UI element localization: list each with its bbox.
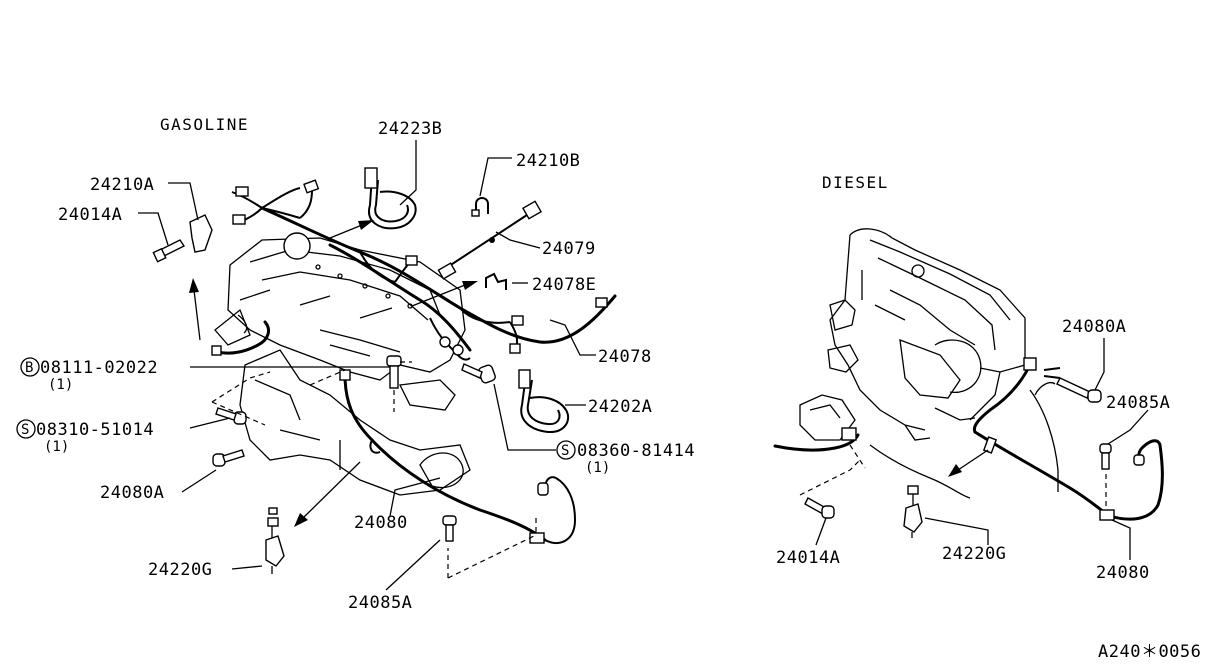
bolt-symbol-letter: B: [25, 360, 33, 376]
part-qty-08310: (1): [44, 439, 69, 455]
diesel-harness: [773, 357, 1164, 521]
part-label-24220G-gasoline: 24220G: [148, 560, 212, 580]
diesel-part-labels: 24080A 24085A 24014A 24220G 24080: [776, 317, 1170, 583]
diesel-engine-drawing: [799, 228, 1059, 499]
part-qty-08111: (1): [48, 377, 73, 393]
part-label-24078: 24078: [598, 347, 652, 367]
gasoline-harness: [211, 179, 617, 545]
screw-symbol-icon-2: [556, 440, 576, 460]
diagram-reference-code: A240＊0056: [1098, 642, 1201, 662]
screw-symbol-letter: S: [21, 422, 29, 438]
part-label-24080A-diesel: 24080A: [1062, 317, 1126, 337]
part-label-24078E: 24078E: [532, 275, 596, 295]
gasoline-parts: [152, 167, 570, 574]
part-label-24080-gasoline: 24080: [354, 513, 408, 533]
gasoline-part-labels: 24223B 24210B 24210A 24014A 24079 24078E…: [16, 119, 695, 613]
screw-symbol-icon: [16, 419, 36, 439]
part-label-24220G-diesel: 24220G: [942, 544, 1006, 564]
part-label-24014A-gasoline: 24014A: [58, 205, 122, 225]
part-label-24210B: 24210B: [516, 151, 580, 171]
gasoline-engine-drawing: [214, 232, 471, 496]
gasoline-guides: [211, 361, 537, 579]
diesel-arrows: [799, 444, 1107, 508]
part-label-24085A-gasoline: 24085A: [348, 593, 412, 613]
part-label-24202A: 24202A: [588, 397, 652, 417]
part-label-24085A-diesel: 24085A: [1106, 393, 1170, 413]
part-label-08360-81414: 08360-81414: [577, 441, 695, 461]
part-label-24080A-gasoline: 24080A: [100, 483, 164, 503]
part-label-24080-diesel: 24080: [1096, 563, 1150, 583]
diesel-heading: DIESEL: [822, 173, 889, 192]
part-qty-08360: (1): [585, 460, 610, 476]
gasoline-arrows: [189, 220, 478, 527]
part-label-08111-02022: 08111-02022: [40, 358, 158, 378]
part-label-24079: 24079: [542, 239, 596, 259]
part-label-24223B: 24223B: [378, 119, 442, 139]
gasoline-heading: GASOLINE: [160, 115, 249, 134]
screw-symbol-letter-2: S: [561, 443, 569, 459]
part-label-08310-51014: 08310-51014: [36, 420, 154, 440]
part-label-24210A: 24210A: [90, 175, 154, 195]
gasoline-leaders: [138, 140, 596, 591]
diesel-parts: [804, 377, 1112, 538]
section-titles: GASOLINE DIESEL: [160, 115, 889, 192]
bolt-symbol-icon: [20, 357, 40, 377]
diesel-leaders: [815, 338, 1149, 560]
part-label-24014A-diesel: 24014A: [776, 548, 840, 568]
